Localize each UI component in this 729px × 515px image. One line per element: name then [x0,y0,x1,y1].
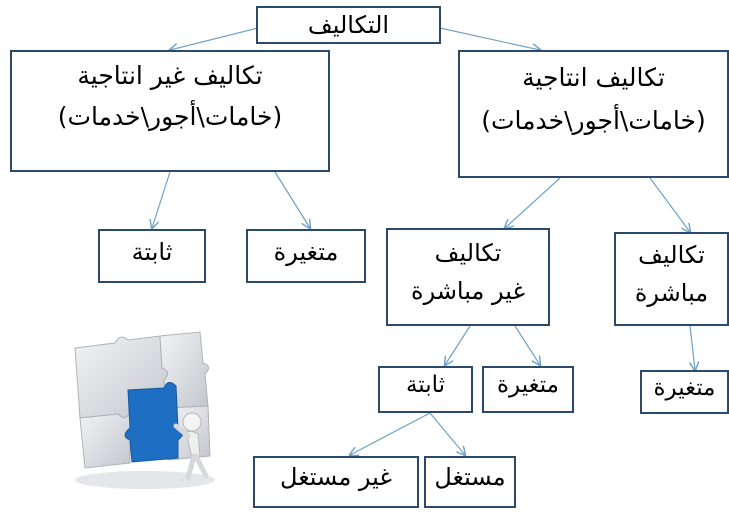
node-label-line2: غير مباشرة [411,277,525,305]
node-nonproductive-variable: متغيرة [246,229,366,283]
arrow-indirect-to-fixed [445,325,471,365]
arrow-fixed-to-used [429,412,465,455]
node-label: التكاليف [307,11,390,39]
node-indirect-fixed: ثابتة [378,366,473,413]
node-direct-variable: متغيرة [640,370,729,414]
node-productive-costs: تكاليف انتاجية (خامات\أجور\خدمات) [458,50,729,178]
node-used-capacity: مستغل [424,456,516,508]
node-label-line1: تكاليف [434,239,502,267]
node-indirect-variable: متغيرة [482,366,574,413]
arrow-root-to-productive [439,27,540,50]
arrow-root-to-nonproductive [170,27,259,50]
node-nonproductive-fixed: ثابتة [98,229,206,283]
node-nonproductive-costs: تكاليف غير انتاجية (خامات\أجور\خدمات) [10,50,330,172]
node-label-line2: (خامات\أجور\خدمات) [481,106,706,136]
node-label-line1: تكاليف غير انتاجية [77,61,263,90]
puzzle-illustration [74,331,215,489]
node-label-line2: (خامات\أجور\خدمات) [57,102,283,132]
arrow-nonproductive-to-fixed [152,171,171,228]
node-label: غير مستغل [280,463,392,491]
arrow-nonproductive-to-variable [274,171,310,228]
node-costs-root: التكاليف [256,6,441,44]
node-label: متغيرة [273,238,339,266]
arrow-fixed-to-unused [350,412,431,455]
node-label: متغيرة [653,375,716,401]
node-unused-capacity: غير مستغل [253,456,419,508]
node-label-line1: تكاليف [638,241,705,269]
arrow-indirect-to-variable [514,325,540,365]
arrow-productive-to-indirect [505,177,561,228]
person-figure [173,412,209,481]
node-label: مستغل [434,463,506,491]
node-label-line1: تكاليف انتاجية [522,63,665,92]
node-label: ثابتة [405,372,446,398]
node-label: ثابتة [131,238,173,266]
node-label-line2: مباشرة [634,279,709,307]
node-direct-costs: تكاليف مباشرة [614,232,729,326]
arrow-direct-to-variable [690,325,695,370]
blue-puzzle-piece [124,382,184,463]
arrow-productive-to-direct [649,177,690,232]
node-label: متغيرة [496,372,560,398]
node-indirect-costs: تكاليف غير مباشرة [386,228,550,326]
